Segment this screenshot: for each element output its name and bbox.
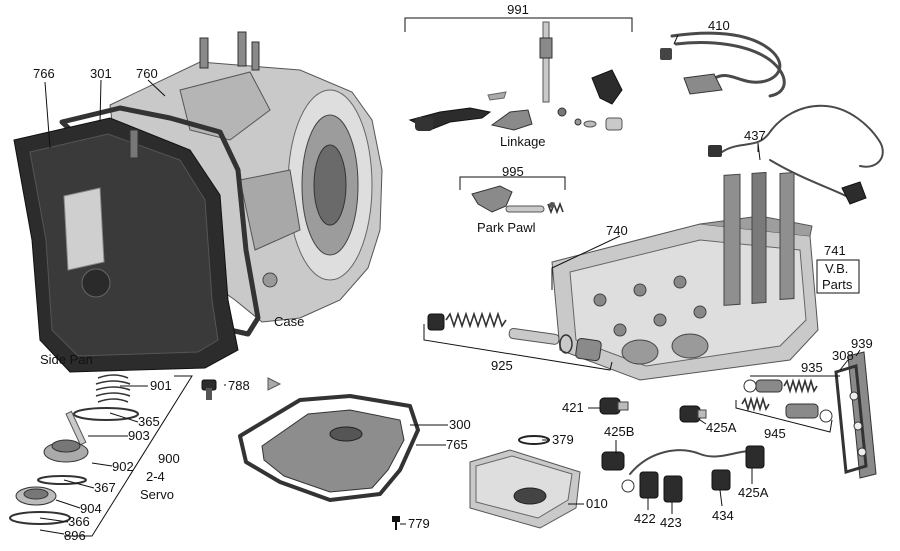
label-379: 379 (552, 432, 574, 447)
label-park-pawl: Park Pawl (477, 220, 536, 235)
label-421: 421 (562, 400, 584, 415)
label-366: 366 (68, 514, 90, 529)
bracket-995 (459, 176, 566, 190)
label-760: 760 (136, 66, 158, 81)
valve-body-gaskets (834, 351, 877, 479)
label-010: 010 (586, 496, 608, 511)
label-939: 939 (851, 336, 873, 351)
label-434: 434 (712, 508, 734, 523)
valve-spring-935 (743, 378, 818, 394)
label-300: 300 (449, 417, 471, 432)
label-740: 740 (606, 223, 628, 238)
label-367: 367 (94, 480, 116, 495)
label-900: 900 (158, 451, 180, 466)
arrow-marker (267, 377, 282, 391)
speed-sensor-harness-437 (708, 104, 884, 205)
label-301: 301 (90, 66, 112, 81)
label-945: 945 (764, 426, 786, 441)
label-741: 741 (824, 243, 846, 258)
valve-body-assembly (551, 171, 819, 381)
bracket-945 (735, 400, 833, 433)
bolt-788 (201, 379, 217, 400)
wiring-harness-410 (660, 31, 786, 98)
label-365: 365 (138, 414, 160, 429)
label-904: 904 (80, 501, 102, 516)
label-422: 422 (634, 511, 656, 526)
label-case: Case (274, 314, 304, 329)
filter-010 (469, 449, 581, 529)
linkage-parts (408, 21, 623, 131)
bracket-900 (64, 375, 193, 537)
label-991: 991 (507, 2, 529, 17)
pin-779 (392, 516, 400, 530)
solenoid-425b (601, 451, 625, 471)
label-788: 788 (228, 378, 250, 393)
solenoid-421 (599, 397, 629, 415)
label-901: 901 (150, 378, 172, 393)
label-902: 902 (112, 459, 134, 474)
label-896: 896 (64, 528, 86, 543)
label-437: 437 (744, 128, 766, 143)
side-pan (13, 117, 239, 373)
label-779: 779 (408, 516, 430, 531)
label-765: 765 (446, 437, 468, 452)
label-side-pan: Side Pan (40, 352, 93, 367)
label-425a-upper: 425A (706, 420, 737, 435)
label-vb: V.B. (825, 261, 848, 276)
label-995: 995 (502, 164, 524, 179)
label-410: 410 (708, 18, 730, 33)
servo-parts (9, 374, 139, 525)
solenoid-harness (621, 445, 765, 503)
bracket-991 (404, 17, 633, 32)
label-935: 935 (801, 360, 823, 375)
bracket-925 (423, 324, 613, 371)
label-903: 903 (128, 428, 150, 443)
solenoid-425a-upper (679, 405, 707, 423)
label-925: 925 (491, 358, 513, 373)
label-2-4: 2-4 (146, 469, 165, 484)
valve-spring-945 (741, 396, 833, 423)
spring-valve-925 (427, 311, 602, 362)
vb-parts-box (816, 259, 860, 294)
label-423: 423 (660, 515, 682, 530)
label-425a-lower: 425A (738, 485, 769, 500)
label-servo: Servo (140, 487, 174, 502)
bottom-pan-and-gasket (238, 394, 420, 502)
label-308: 308 (832, 348, 854, 363)
label-linkage: Linkage (500, 134, 546, 149)
label-766: 766 (33, 66, 55, 81)
label-425b: 425B (604, 424, 634, 439)
bracket-740 (551, 235, 621, 290)
label-vb-parts: Parts (822, 277, 853, 292)
park-pawl-parts (471, 185, 564, 215)
